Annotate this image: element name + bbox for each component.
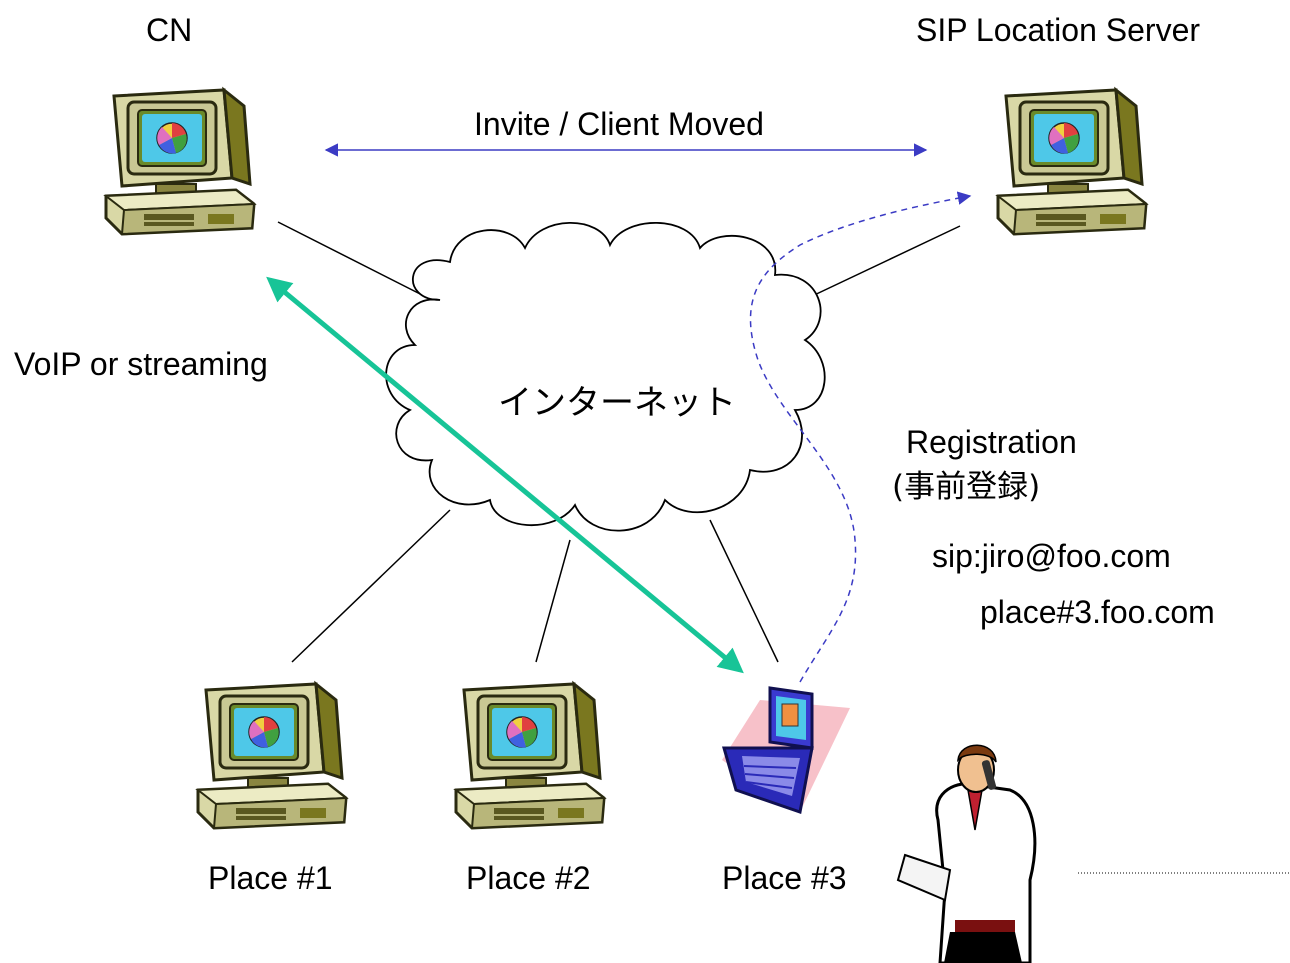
businessman-on-phone-icon [896, 744, 1037, 963]
place1-label: Place #1 [208, 860, 333, 896]
place3-label: Place #3 [722, 860, 847, 896]
place2-computer-icon [454, 682, 606, 830]
internet-cloud [385, 221, 826, 532]
sip-host-label: place#3.foo.com [980, 594, 1215, 630]
laptop-icon [722, 686, 850, 814]
sip-server-label: SIP Location Server [916, 12, 1201, 48]
cn-computer-icon [104, 88, 256, 236]
line-place1-cloud [291, 509, 451, 663]
cn-label: CN [146, 12, 193, 48]
voip-label: VoIP or streaming [14, 346, 268, 382]
place2-label: Place #2 [466, 860, 591, 896]
sip-uri-label: sip:jiro@foo.com [932, 538, 1171, 574]
internet-label: インターネット [498, 383, 736, 423]
line-cn-cloud [277, 221, 433, 301]
invite-label: Invite / Client Moved [474, 106, 764, 142]
place1-computer-icon [196, 682, 348, 830]
server-computer-icon [996, 88, 1148, 236]
line-place3-cloud [709, 519, 779, 663]
registration-arrow [749, 191, 972, 683]
registration-jp-label: (事前登録) [892, 469, 1041, 505]
line-server-cloud [807, 225, 961, 299]
line-place2-cloud [535, 539, 571, 663]
registration-label: Registration [906, 424, 1077, 460]
voip-arrow [266, 276, 744, 674]
